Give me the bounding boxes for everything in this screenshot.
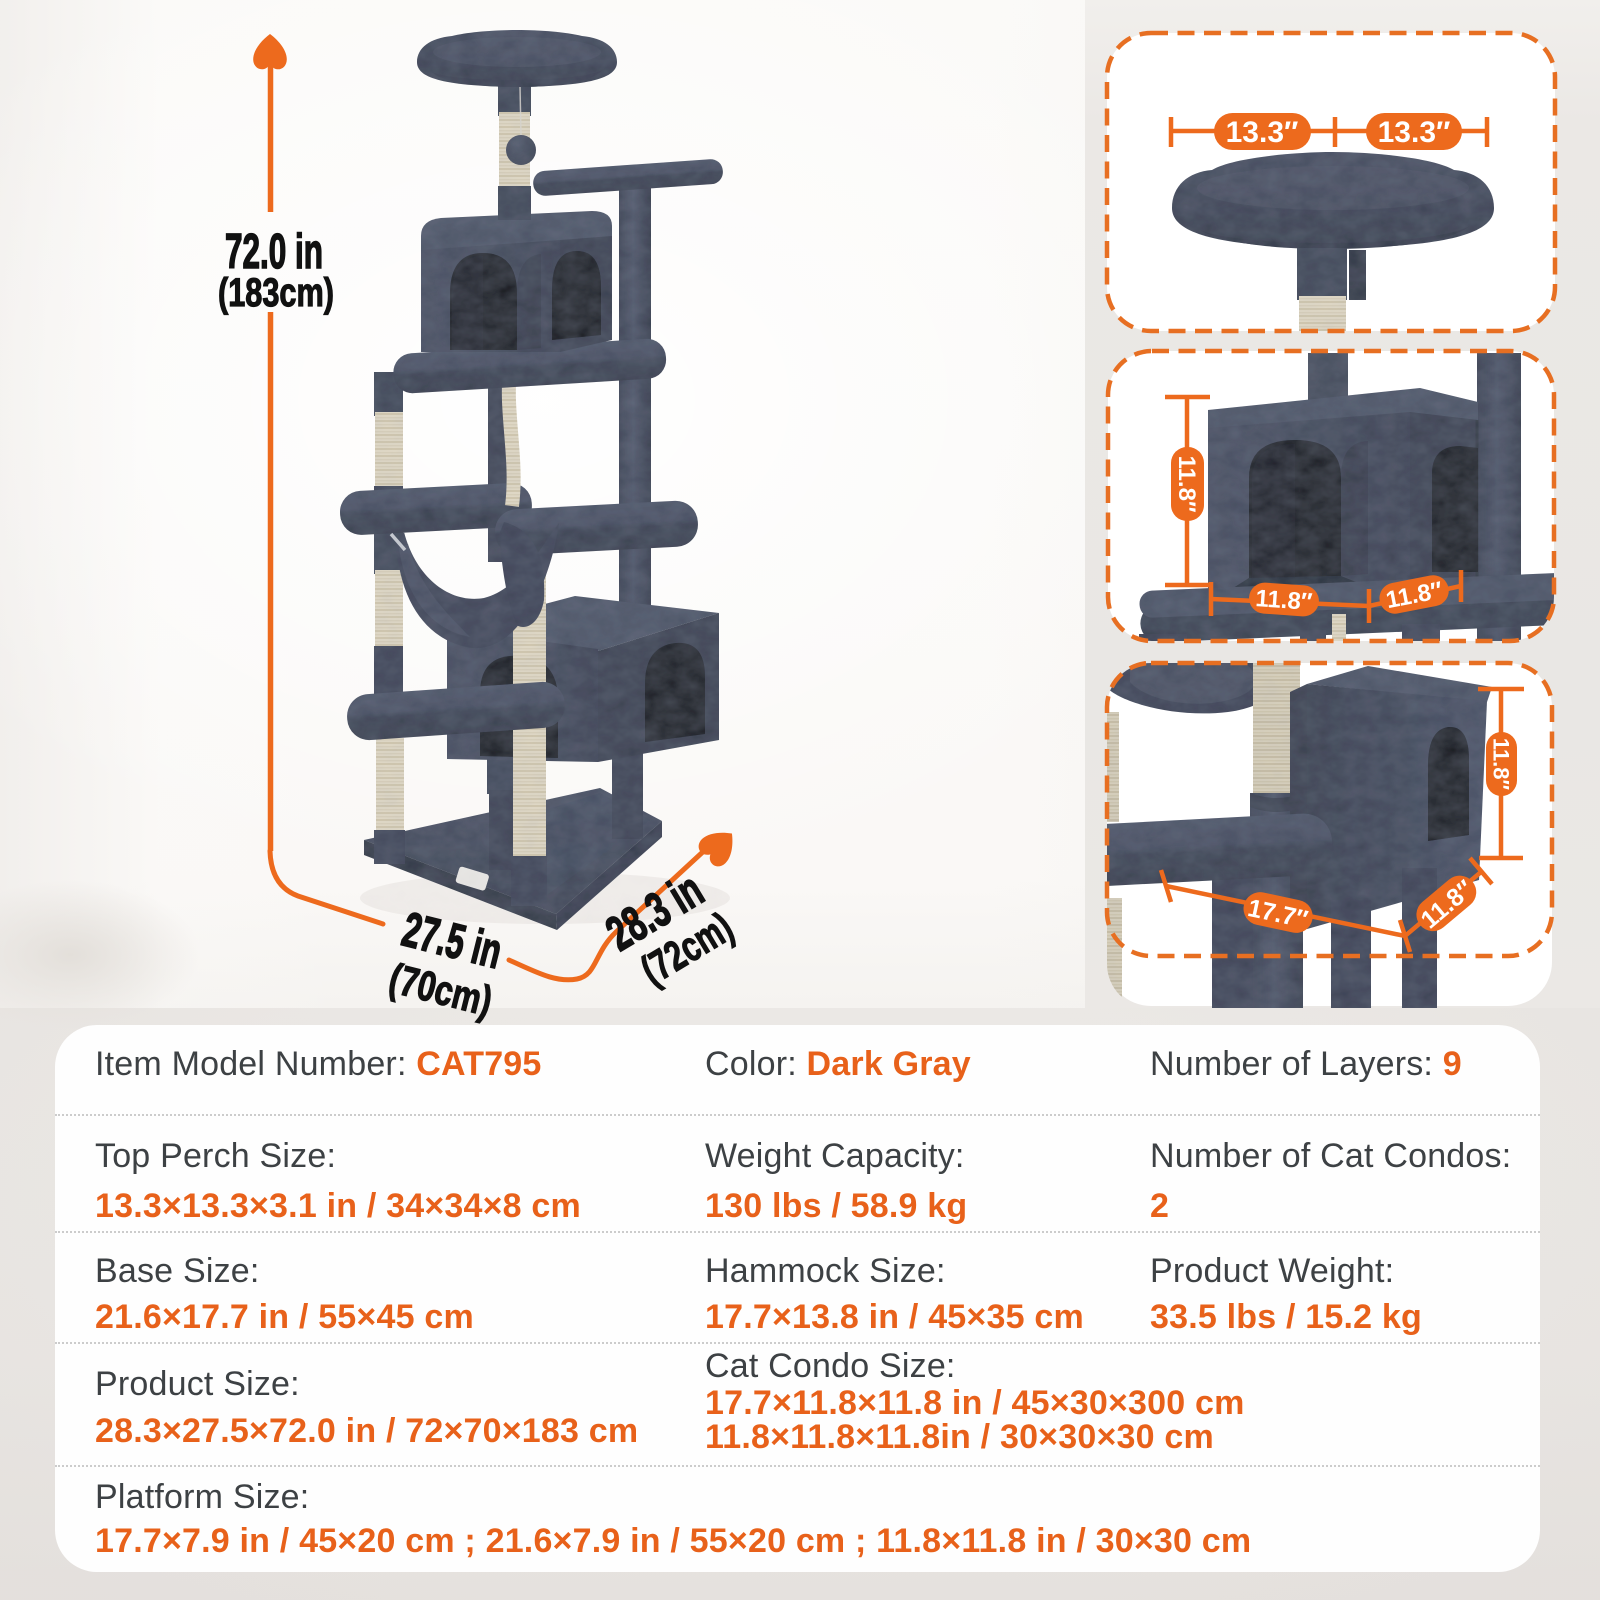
- svg-text:13.3″: 13.3″: [1378, 116, 1451, 149]
- svg-text:(70cm): (70cm): [385, 954, 497, 1025]
- svg-text:11.8″: 11.8″: [1255, 585, 1314, 616]
- svg-text:11.8″: 11.8″: [1489, 738, 1514, 791]
- svg-text:72.0 in: 72.0 in: [225, 225, 323, 279]
- svg-text:11.8″: 11.8″: [1173, 456, 1200, 513]
- svg-text:(183cm): (183cm): [218, 271, 334, 315]
- svg-text:13.3″: 13.3″: [1226, 116, 1299, 149]
